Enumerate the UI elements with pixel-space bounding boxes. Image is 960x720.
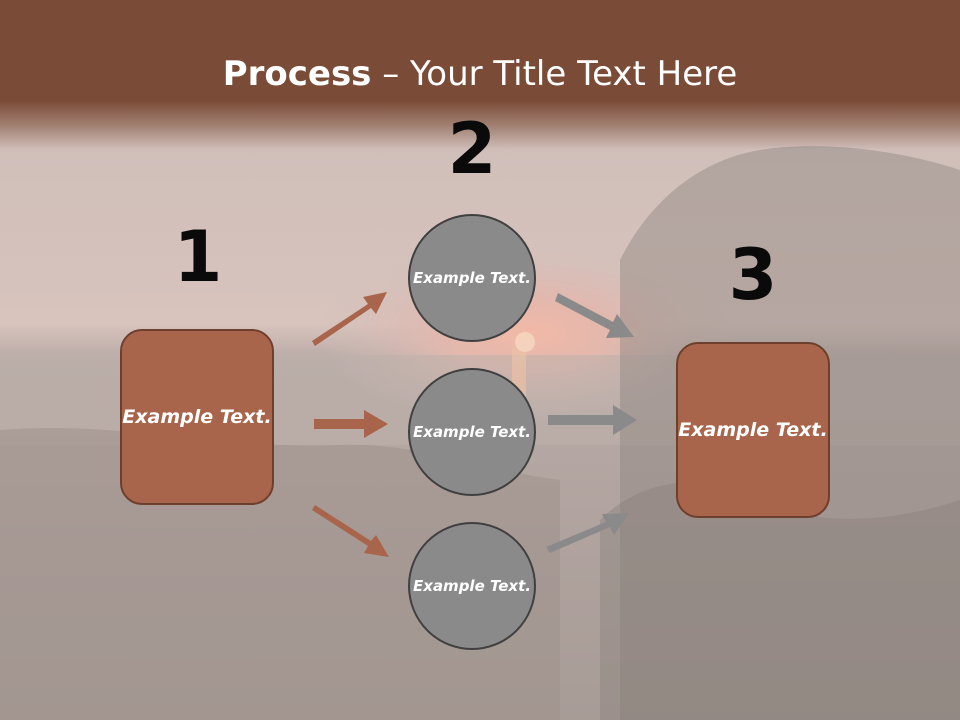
circle-top-text: Example Text. — [413, 268, 531, 287]
arrow-icon — [546, 513, 629, 553]
step-number-2: 2 — [447, 108, 497, 190]
step-box-1-text: Example Text. — [122, 405, 272, 428]
slide-title: Process – Your Title Text Here — [0, 52, 960, 96]
circle-top: Example Text. — [408, 214, 536, 342]
step-box-3: Example Text. — [676, 342, 830, 518]
arrow-icon — [548, 405, 637, 435]
title-bold: Process — [222, 54, 372, 94]
arrow-icon — [312, 292, 387, 346]
header-band — [0, 0, 960, 150]
arrow-icon — [314, 410, 388, 438]
arrow-icon — [555, 293, 634, 338]
title-rest: – Your Title Text Here — [371, 54, 738, 94]
circle-middle: Example Text. — [408, 368, 536, 496]
circle-bottom: Example Text. — [408, 522, 536, 650]
step-box-1: Example Text. — [120, 329, 274, 505]
step-box-3-text: Example Text. — [678, 418, 828, 441]
circle-bottom-text: Example Text. — [413, 576, 531, 595]
circle-middle-text: Example Text. — [413, 422, 531, 441]
step-number-1: 1 — [173, 216, 223, 298]
step-number-3: 3 — [728, 234, 778, 316]
arrow-icon — [312, 505, 389, 557]
